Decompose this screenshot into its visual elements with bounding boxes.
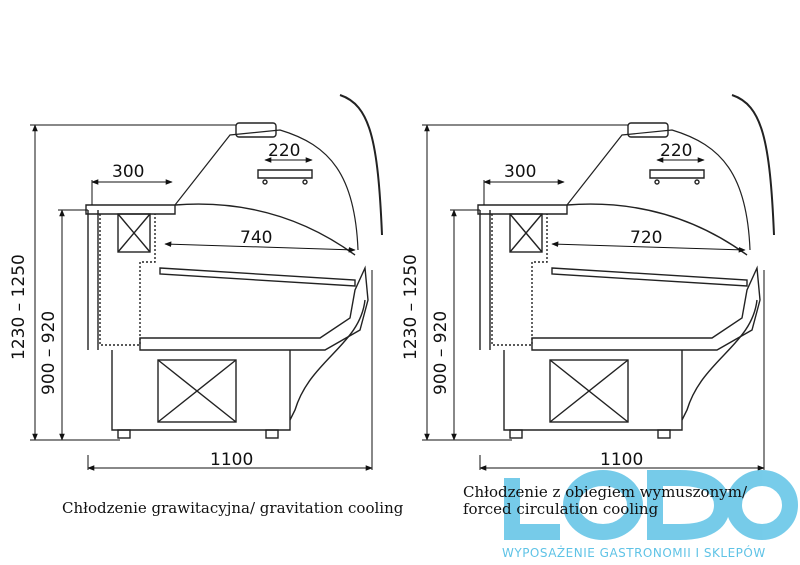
right-dim-width: 1100 (600, 450, 643, 470)
right-dim-depth: 720 (630, 228, 662, 248)
left-dim-top: 220 (268, 141, 300, 161)
left-view: 1230 – 1250 900 – 920 1100 300 740 220 (9, 94, 383, 471)
right-view: 1230 – 1250 900 – 920 1100 300 720 220 (401, 94, 775, 471)
left-dim-height-counter: 900 – 920 (39, 311, 59, 395)
right-dim-shelf: 300 (504, 162, 536, 182)
right-dim-height-total: 1230 – 1250 (401, 254, 421, 360)
left-dim-depth: 740 (240, 228, 272, 248)
logo-letter-d (647, 470, 731, 540)
logo-letter-o2 (726, 470, 798, 540)
right-caption-line1: Chłodzenie z obiegiem wymuszonym/ (463, 483, 748, 501)
right-caption-line2: forced circulation cooling (463, 500, 659, 518)
lodo-logo (504, 470, 798, 540)
logo-letter-l (504, 478, 560, 540)
left-dim-shelf: 300 (112, 162, 144, 182)
left-counter-outline (85, 94, 383, 439)
right-dim-top: 220 (660, 141, 692, 161)
right-counter-outline (477, 94, 775, 439)
left-dim-height-total: 1230 – 1250 (9, 254, 29, 360)
logo-tagline: WYPOSAŻENIE GASTRONOMII I SKLEPÓW (502, 546, 766, 560)
right-dim-height-counter: 900 – 920 (431, 311, 451, 395)
right-caption: Chłodzenie z obiegiem wymuszonym/ forced… (463, 484, 747, 518)
left-dim-width: 1100 (210, 450, 253, 470)
left-caption: Chłodzenie grawitacyjna/ gravitation coo… (62, 499, 404, 517)
logo-letter-o1 (563, 470, 643, 540)
